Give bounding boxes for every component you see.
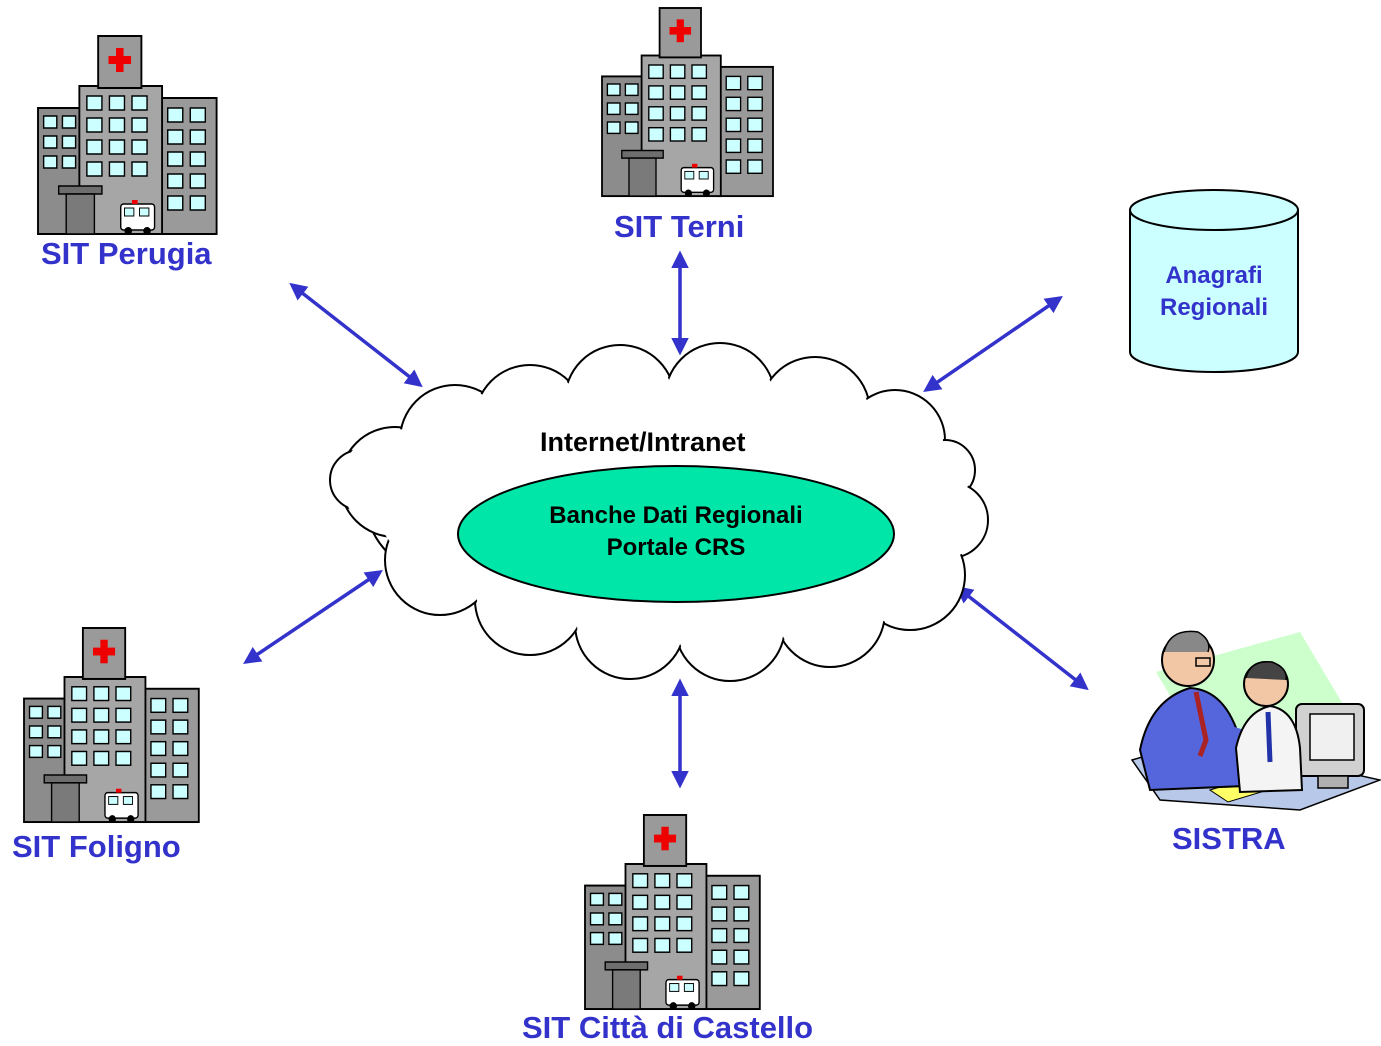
arrow-perugia-cloud bbox=[289, 282, 423, 388]
hospital-icon-terni bbox=[601, 7, 774, 199]
label-sit-terni: SIT Terni bbox=[614, 209, 745, 244]
ellipse-label: Banche Dati Regionali Portale CRS bbox=[476, 500, 876, 564]
label-sistra: SISTRA bbox=[1172, 821, 1286, 856]
hospital-icon-foligno bbox=[23, 627, 200, 825]
regional-databases-ellipse bbox=[457, 465, 895, 603]
label-sit-foligno: SIT Foligno bbox=[12, 829, 181, 864]
label-sit-perugia: SIT Perugia bbox=[41, 236, 212, 271]
hospital-icon-perugia bbox=[37, 35, 218, 236]
cloud-title: Internet/Intranet bbox=[540, 427, 746, 457]
arrow-sistra-cloud bbox=[955, 585, 1089, 691]
anagrafi-line-1: Anagrafi bbox=[1165, 262, 1263, 289]
ellipse-line-2: Portale CRS bbox=[606, 534, 746, 561]
arrow-anagrafi-cloud bbox=[923, 296, 1063, 392]
label-anagrafi-regionali: Anagrafi Regionali bbox=[1134, 260, 1294, 324]
anagrafi-line-2: Regionali bbox=[1159, 294, 1268, 321]
ellipse-line-1: Banche Dati Regionali bbox=[549, 502, 803, 529]
label-sit-citta-di-castello: SIT Città di Castello bbox=[522, 1010, 814, 1045]
hospital-icon-castello bbox=[584, 814, 761, 1012]
database-cylinder-icon bbox=[1129, 189, 1299, 373]
arrow-foligno-cloud bbox=[243, 570, 383, 664]
office-workers-computer-icon bbox=[1130, 630, 1381, 811]
